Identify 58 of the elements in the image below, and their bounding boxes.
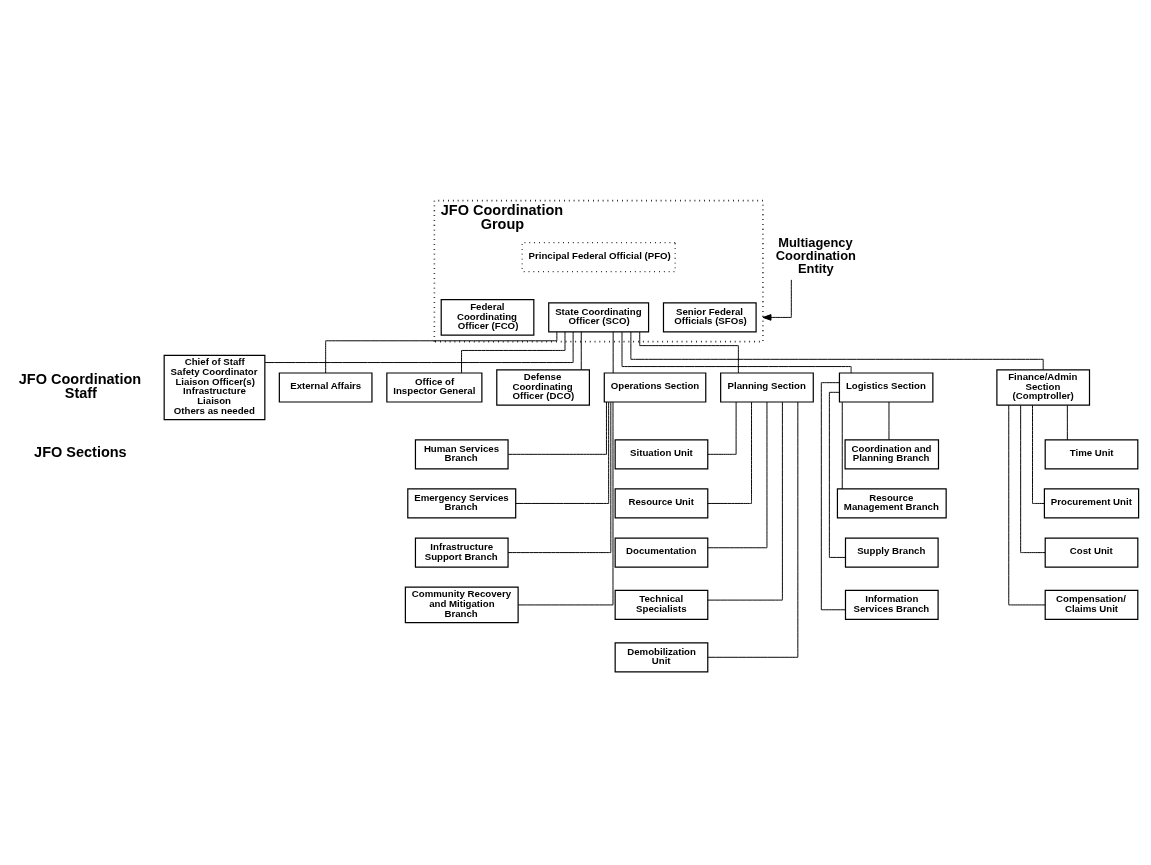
connector (461, 331, 566, 373)
connector (888, 401, 890, 440)
connector (707, 401, 768, 548)
node-box: State Coordinating Officer (SCO) (548, 301, 650, 333)
connector (612, 330, 614, 373)
node-box: Finance/Admin Section (Comptroller) (996, 368, 1091, 406)
node-box: Compensation/ Claims Unit (1044, 589, 1139, 620)
connector (1066, 404, 1068, 440)
node-box: Office of Inspector General (386, 371, 483, 403)
connector (841, 401, 843, 489)
node-box: Chief of Staff Safety Coordinator Liaison Officer(s) Infrastructure Liaison Others as needed (163, 354, 266, 420)
connector (639, 331, 739, 373)
node-box: Human Services Branch (414, 438, 509, 469)
node-box: Information Services Branch (844, 589, 939, 620)
node-box: External Affairs (278, 371, 373, 403)
connector (264, 330, 574, 363)
node-box: Operations Section (603, 371, 707, 403)
node-box: Cost Unit (1044, 537, 1139, 568)
node-box: Documentation (614, 537, 709, 568)
node-box: Senior Federal Officials (SFOs) (662, 301, 757, 333)
connector (1032, 404, 1045, 504)
connector (507, 401, 612, 553)
connector (707, 401, 752, 504)
node-box: Coordination and Planning Branch (844, 438, 940, 469)
connector (820, 381, 846, 610)
node-box: Time Unit (1044, 438, 1139, 469)
connector (1008, 404, 1046, 605)
node-box: Procurement Unit (1043, 487, 1140, 519)
arrow (762, 278, 792, 321)
connector (630, 331, 1044, 370)
node-box: Demobilization Unit (614, 641, 709, 672)
connector (828, 391, 846, 558)
node-box: Principal Federal Official (PFO) (521, 241, 676, 272)
node-box: Technical Specialists (614, 589, 709, 620)
connector (580, 330, 582, 370)
connector (507, 401, 607, 455)
node-text: Multiagency Coordination Entity (775, 234, 856, 276)
node-box: Planning Section (720, 371, 814, 403)
connector (1020, 404, 1046, 553)
node-box: Federal Coordinating Officer (FCO) (440, 298, 535, 336)
connector (325, 331, 558, 373)
node-box: Defense Coordinating Officer (DCO) (496, 368, 590, 406)
node-box: Infrastructure Support Branch (414, 537, 509, 568)
label: JFO Sections (34, 443, 127, 460)
node-box: Situation Unit (614, 438, 709, 469)
node-box: Supply Branch (844, 537, 939, 568)
node-box: Community Recovery and Mitigation Branch (404, 586, 519, 623)
connector (621, 331, 852, 373)
connector (707, 401, 783, 601)
connector (515, 401, 610, 504)
node-box: Resource Unit (614, 487, 709, 519)
connector (707, 401, 799, 658)
connector (707, 401, 737, 455)
connector (517, 401, 614, 605)
label: JFO Coordination Staff (18, 370, 142, 401)
node-box: Emergency Services Branch (407, 487, 517, 519)
node-box: Resource Management Branch (836, 487, 947, 519)
node-box: Logistics Section (838, 371, 934, 403)
